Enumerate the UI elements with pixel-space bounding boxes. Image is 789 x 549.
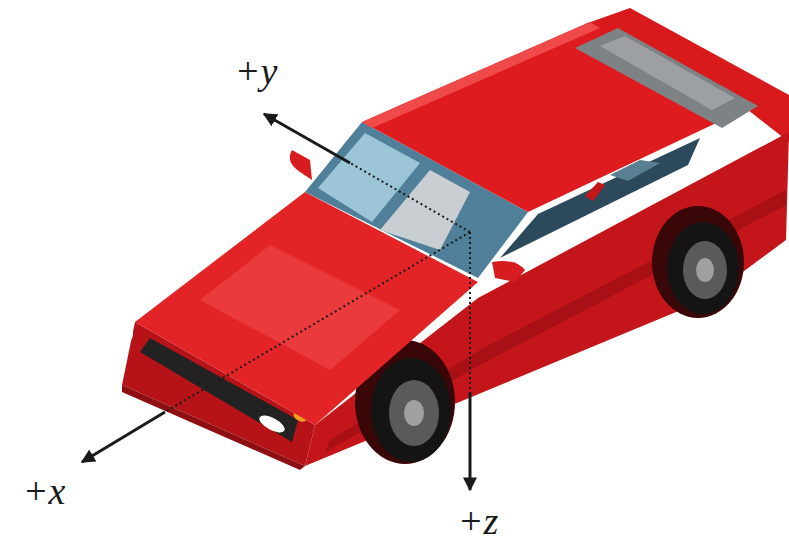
rim	[683, 241, 727, 299]
wheel-arch	[652, 206, 744, 318]
pillar	[585, 182, 605, 201]
roof	[362, 22, 748, 212]
y-axis	[264, 114, 350, 163]
mirror	[492, 261, 525, 282]
rear-window	[575, 28, 758, 128]
corner-light	[123, 327, 133, 341]
mirror	[290, 150, 312, 180]
tire	[667, 222, 739, 314]
hub	[696, 258, 714, 282]
axis-hidden	[165, 232, 470, 412]
axis-label: +z	[458, 501, 498, 543]
roof-edge	[362, 22, 600, 128]
x-axis	[82, 412, 165, 462]
car	[122, 8, 789, 470]
hub	[404, 400, 424, 426]
axes	[82, 114, 470, 490]
hood-highlight	[200, 245, 400, 370]
headlight	[257, 412, 287, 436]
window-reflection	[610, 160, 660, 181]
rim	[389, 380, 439, 446]
axis-label: +y	[235, 51, 278, 93]
seat	[380, 170, 470, 250]
axis-hidden	[469, 232, 471, 392]
axis-label: +x	[23, 471, 66, 513]
side-window	[500, 138, 700, 258]
tire	[371, 358, 451, 462]
rear-window-highlight	[600, 36, 735, 110]
axis-hidden	[350, 163, 470, 232]
z-axis	[469, 392, 472, 490]
